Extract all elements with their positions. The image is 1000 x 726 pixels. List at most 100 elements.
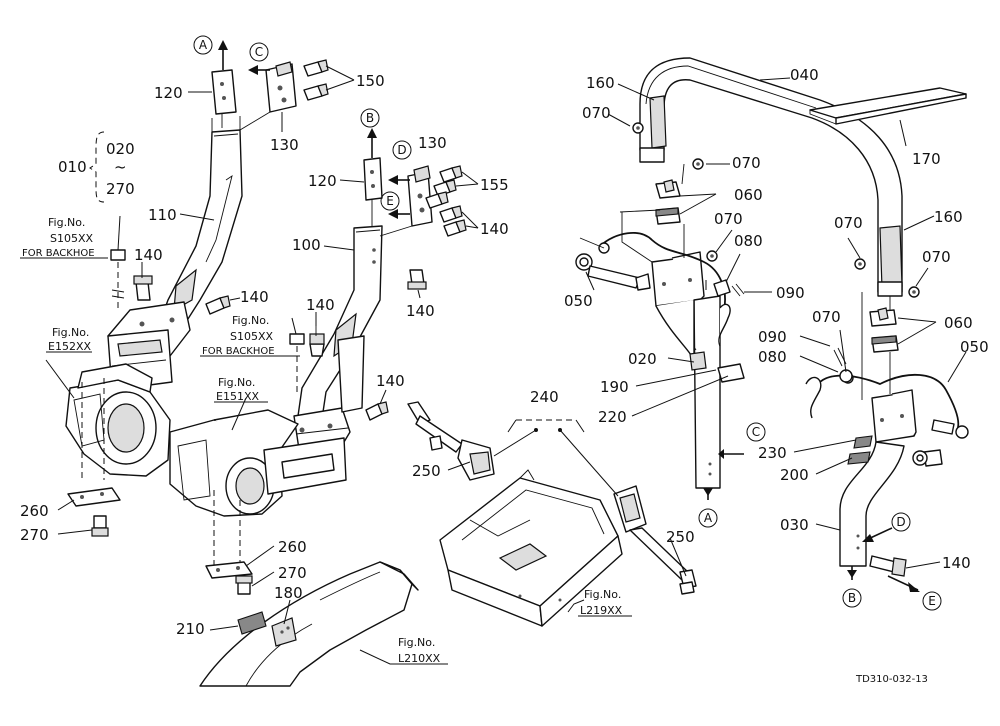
seat-l219 [439, 469, 623, 627]
fig-ref-e152: E152XX [48, 340, 91, 353]
bolt-140-e [365, 401, 389, 421]
for-backhoe-left: FOR BACKHOE [22, 248, 95, 259]
fig-ref-s105-mid: S105XX [230, 330, 274, 343]
bolts-150 [303, 59, 355, 101]
range-tilde: ~ [114, 158, 127, 176]
part-040: 040 [790, 66, 819, 84]
housing-e151 [169, 409, 347, 570]
callout-c-top: C [255, 45, 263, 59]
bolt-140-c [407, 269, 427, 290]
part-030: 030 [780, 516, 809, 534]
part-120-right: 120 [308, 172, 337, 190]
part-080-right: 080 [758, 348, 787, 366]
bolt-140-g [869, 555, 907, 577]
fig-no-label-3: Fig.No. [232, 314, 269, 327]
post-arrows [703, 449, 920, 592]
callout-b-top: B [366, 111, 374, 125]
part-050-left: 050 [564, 292, 593, 310]
plate-260-left [67, 487, 121, 537]
bracket-120-left [211, 40, 237, 115]
fig-no-label-2: Fig.No. [52, 326, 89, 339]
part-060-left: 060 [734, 186, 763, 204]
part-160-right: 160 [934, 208, 963, 226]
part-170: 170 [912, 150, 941, 168]
part-140-g: 140 [942, 554, 971, 572]
for-backhoe-mid: FOR BACKHOE [202, 346, 275, 357]
part-140-a: 140 [480, 220, 509, 238]
bolts-155-140 [425, 165, 479, 237]
drawing-code: TD310-032-13 [855, 674, 928, 685]
callout-c-bottom: C [752, 425, 760, 439]
part-140-e: 140 [406, 302, 435, 320]
fender-l210 [199, 561, 419, 687]
part-130-right: 130 [418, 134, 447, 152]
part-220: 220 [598, 408, 627, 426]
plate-260-right [205, 561, 253, 595]
fig-ref-l210: L210XX [398, 652, 441, 665]
part-200: 200 [780, 466, 809, 484]
nut-080-left [713, 279, 745, 347]
part-140-d: 140 [306, 296, 335, 314]
part-180: 180 [274, 584, 303, 602]
part-060-right: 060 [944, 314, 973, 332]
fig-ref-l219: L219XX [580, 604, 623, 617]
part-155: 155 [480, 176, 509, 194]
part-070-b: 070 [732, 154, 761, 172]
fig-ref-s105-left: S105XX [50, 232, 94, 245]
callout-d-top: D [397, 143, 406, 157]
bracket-120-right [363, 128, 383, 201]
part-070-f: 070 [812, 308, 841, 326]
manual-170 [809, 87, 967, 125]
post-030 [839, 389, 917, 567]
part-260-left: 260 [20, 502, 49, 520]
part-050-right: 050 [960, 338, 989, 356]
fig-ref-e151: E151XX [216, 390, 259, 403]
part-080-left: 080 [734, 232, 763, 250]
fig-ref-underlines [20, 257, 632, 665]
bracket-240 [493, 419, 619, 497]
part-210: 210 [176, 620, 205, 638]
frame-100 [295, 225, 383, 433]
part-070-c: 070 [714, 210, 743, 228]
part-140-b: 140 [134, 246, 163, 264]
part-010: 010 [58, 158, 87, 176]
part-070-d: 070 [834, 214, 863, 232]
part-140-c: 140 [240, 288, 269, 306]
part-020-post: 020 [628, 350, 657, 368]
post-020 [651, 251, 745, 489]
callout-e-top: E [386, 194, 394, 208]
fig-no-label-5: Fig.No. [584, 588, 621, 601]
part-140-f: 140 [376, 372, 405, 390]
part-150: 150 [356, 72, 385, 90]
part-090-right: 090 [758, 328, 787, 346]
caps-060 [655, 179, 899, 353]
bolt-140-b [205, 295, 241, 315]
callout-b-bottom: B [848, 591, 856, 605]
part-110: 110 [148, 206, 177, 224]
bolt-140-a [133, 268, 153, 301]
part-020-range: 020 [106, 140, 135, 158]
range-brace [89, 131, 105, 203]
part-260-right: 260 [278, 538, 307, 556]
part-240: 240 [530, 388, 559, 406]
housing-e152 [65, 363, 171, 480]
part-230: 230 [758, 444, 787, 462]
callout-a-top: A [199, 38, 208, 52]
part-250-left: 250 [412, 462, 441, 480]
callout-letters: A C B D E A C D B E [199, 38, 936, 608]
part-190: 190 [600, 378, 629, 396]
plate-130-left [248, 61, 297, 113]
figure-references: Fig.No. S105XX FOR BACKHOE Fig.No. E152X… [22, 216, 623, 665]
callout-circles [193, 35, 942, 611]
bolt-140-d [309, 326, 325, 357]
part-250-right: 250 [666, 528, 695, 546]
plate-130-right [388, 165, 433, 227]
part-270-right: 270 [278, 564, 307, 582]
part-070-e: 070 [922, 248, 951, 266]
seatbelt-right [613, 485, 697, 595]
fig-no-label-1: Fig.No. [48, 216, 85, 229]
callout-d-bottom: D [896, 515, 905, 529]
backhoe-bolt-left [110, 249, 126, 310]
